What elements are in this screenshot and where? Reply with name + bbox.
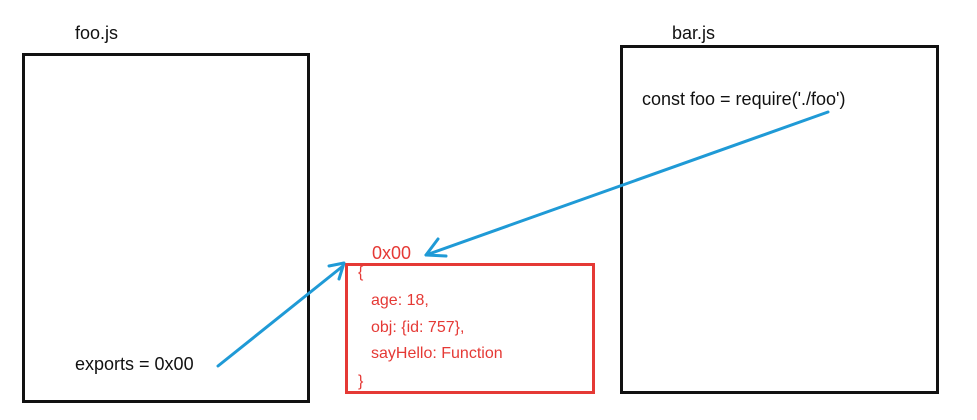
memory-address-label: 0x00	[372, 243, 412, 263]
object-age-property: age: 18,	[371, 292, 429, 309]
object-close-brace: }	[358, 373, 364, 390]
object-sayhello-property: sayHello: Function	[371, 345, 503, 362]
object-open-brace: {	[358, 264, 364, 281]
bar-require-line: const foo = require('./foo')	[642, 89, 846, 109]
object-obj-property: obj: {id: 757},	[371, 319, 465, 336]
foo-js-title: foo.js	[75, 23, 119, 43]
bar-js-title: bar.js	[672, 23, 716, 43]
foo-exports-line: exports = 0x00	[75, 354, 194, 374]
memory-object-box	[345, 263, 595, 394]
foo-js-module-box	[22, 53, 310, 403]
